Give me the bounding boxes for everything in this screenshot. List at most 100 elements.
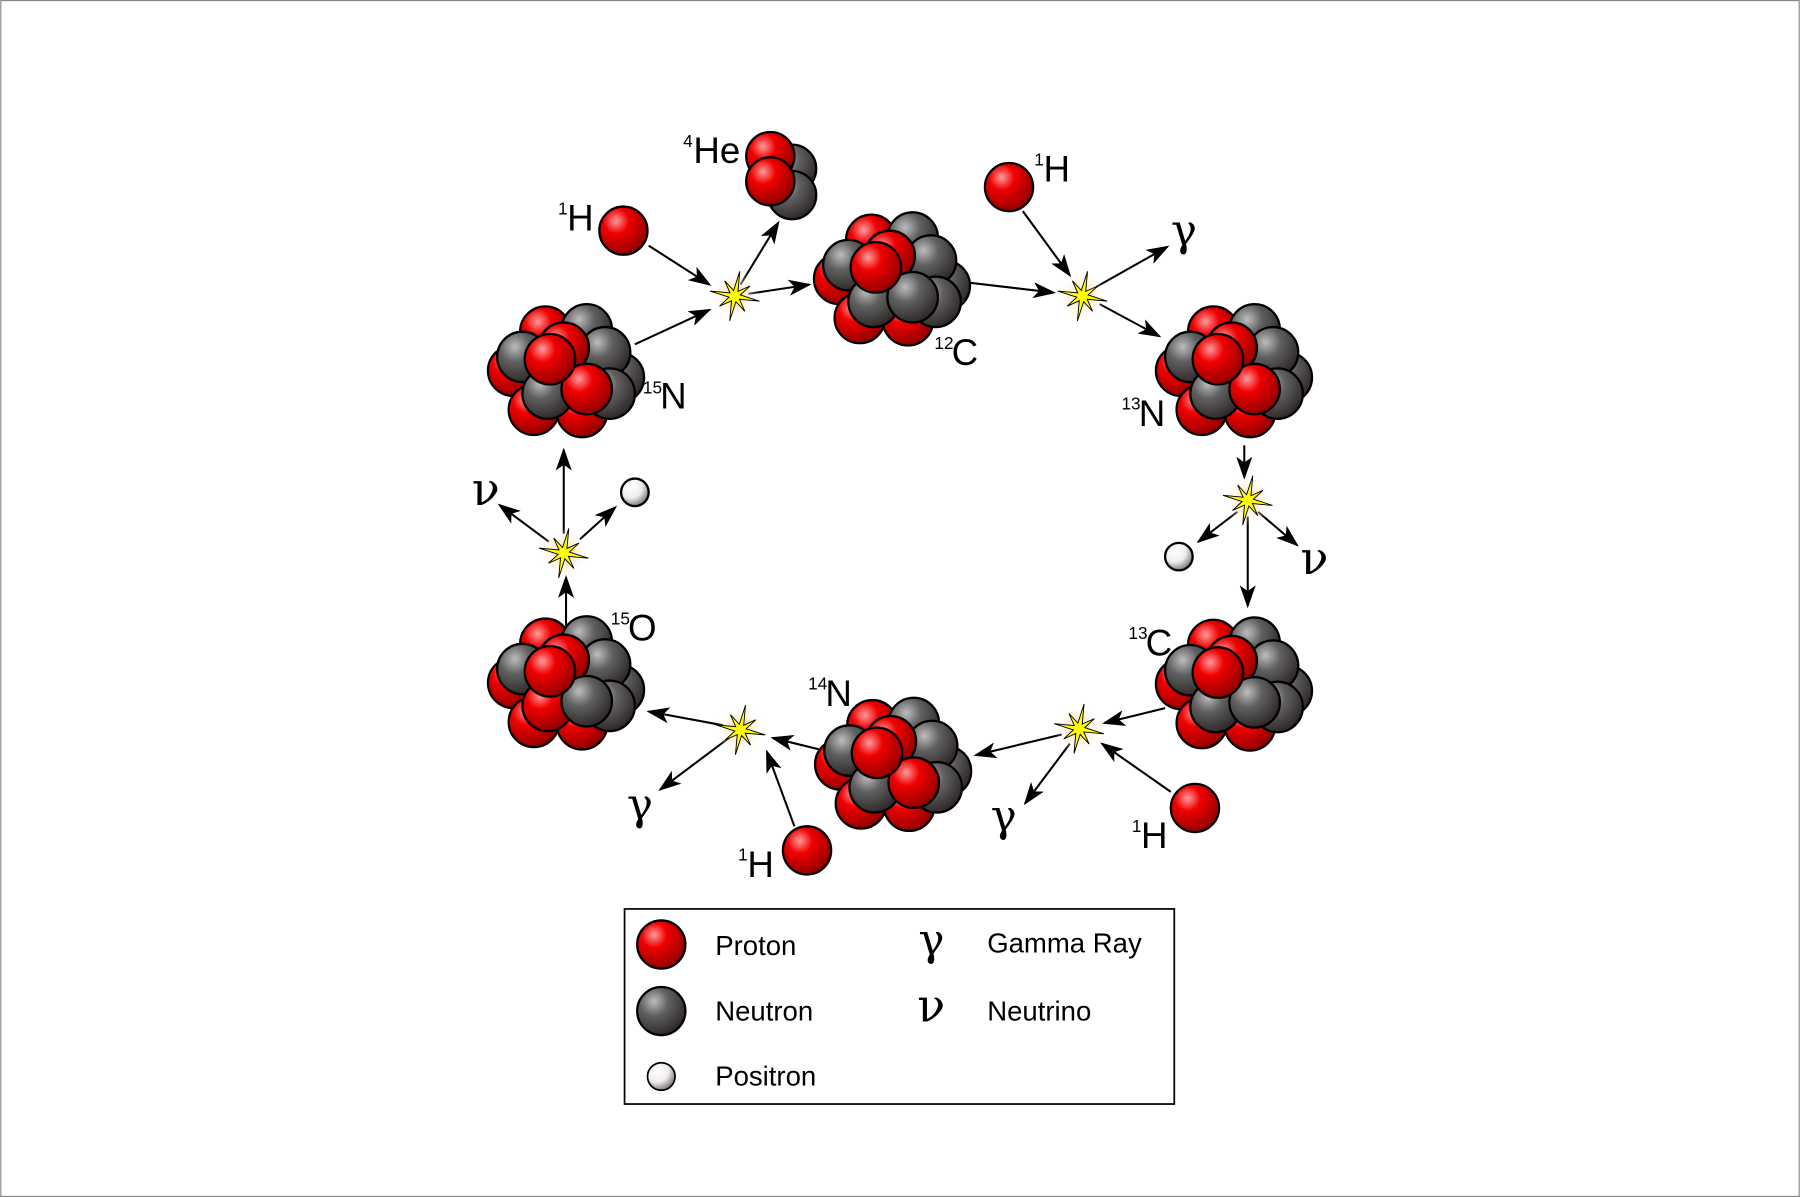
svg-text:13: 13: [1128, 623, 1147, 643]
gamma-label: γ: [1171, 207, 1197, 257]
svg-text:N: N: [825, 673, 852, 714]
reaction-arrow: [956, 280, 1057, 299]
reaction-arrow: [1100, 742, 1172, 793]
reaction-flash-icon: [1057, 270, 1108, 322]
reaction-arrow: [765, 749, 796, 827]
reaction-arrow: [497, 503, 550, 543]
svg-text:1: 1: [1132, 816, 1142, 836]
proton: [1191, 646, 1245, 699]
legend-proton: Proton: [715, 930, 796, 961]
positron: [619, 477, 650, 508]
svg-text:H: H: [1043, 148, 1070, 189]
proton: [850, 726, 904, 780]
gamma-label: γ: [991, 792, 1017, 842]
proton: [1191, 332, 1245, 386]
neutrino-icon: ν: [917, 978, 945, 1032]
nucleus-he4: [745, 130, 818, 221]
svg-text:N: N: [1139, 393, 1166, 434]
label-15N: 15N: [643, 376, 687, 417]
reaction-arrow: [1021, 210, 1072, 278]
reaction-arrow: [1102, 707, 1166, 726]
legend-gamma-ray: Gamma Ray: [987, 928, 1142, 959]
svg-text:1: 1: [558, 199, 568, 219]
reaction-arrow: [648, 244, 712, 286]
neutron: [1228, 675, 1282, 729]
svg-text:C: C: [952, 332, 979, 373]
neutron-icon: [636, 985, 687, 1037]
reaction-arrow: [634, 308, 712, 346]
neutron: [886, 270, 940, 324]
proton: [560, 362, 614, 416]
label-14N: 14N: [808, 673, 852, 714]
legend-neutron: Neutron: [715, 995, 813, 1026]
gamma-label: γ: [627, 780, 653, 830]
proton: [983, 161, 1035, 213]
svg-text:He: He: [693, 130, 740, 171]
hydrogen-proton: [983, 161, 1035, 213]
positron: [619, 477, 650, 508]
reaction-arrow: [1095, 245, 1170, 288]
svg-text:N: N: [660, 376, 687, 417]
particles: [486, 130, 1314, 876]
reaction-flash-icon: [538, 527, 589, 579]
reaction-arrow: [1099, 303, 1162, 338]
reaction-arrow: [579, 505, 618, 541]
svg-text:14: 14: [808, 674, 828, 694]
svg-text:O: O: [628, 607, 657, 648]
nucleus-n15: [486, 302, 646, 439]
positron: [1163, 541, 1194, 572]
reaction-arrow: [646, 707, 724, 727]
reaction-arrow: [658, 737, 730, 791]
legend: Proton Neutron Positron γ Gamma Ray ν Ne…: [623, 908, 1176, 1105]
hydrogen-proton: [781, 825, 833, 876]
positron-icon: [646, 1061, 676, 1092]
label-13N: 13N: [1121, 393, 1165, 434]
legend-positron: Positron: [715, 1061, 816, 1092]
nucleus-n14: [813, 696, 973, 833]
nucleus-o15: [486, 615, 646, 751]
nucleus-c13: [1154, 616, 1314, 752]
proton: [1228, 362, 1282, 416]
svg-text:4: 4: [683, 131, 693, 151]
proton: [781, 825, 833, 876]
gamma-icon: γ: [918, 916, 944, 966]
svg-text:H: H: [567, 198, 594, 239]
neutrino-label: ν: [472, 462, 500, 516]
reaction-flash-icon: [715, 704, 766, 756]
svg-text:1: 1: [1034, 149, 1044, 169]
proton: [887, 756, 941, 810]
proton: [1169, 782, 1221, 834]
proton-icon: [636, 919, 687, 970]
positron: [1163, 541, 1194, 572]
label-12C: 12C: [934, 332, 978, 373]
neutron: [560, 674, 614, 728]
hydrogen-proton: [1169, 782, 1221, 834]
proton: [523, 332, 577, 386]
nucleus-n13: [1154, 302, 1314, 439]
proton: [598, 205, 649, 256]
reaction-flash-icon: [709, 270, 760, 322]
proton: [745, 156, 796, 207]
hydrogen-proton: [598, 205, 649, 256]
reaction-arrow: [973, 733, 1063, 759]
label-15O: 15O: [611, 607, 657, 648]
svg-text:13: 13: [1121, 394, 1140, 414]
svg-text:12: 12: [934, 333, 953, 353]
label-13C: 13C: [1128, 622, 1172, 663]
svg-text:15: 15: [611, 608, 630, 628]
nucleus-c12: [812, 211, 972, 347]
proton: [849, 241, 903, 294]
reaction-flash-icon: [1222, 475, 1273, 526]
reaction-flash-icon: [1053, 703, 1105, 755]
legend-box: [623, 908, 1176, 1105]
svg-text:15: 15: [643, 378, 662, 398]
svg-text:C: C: [1146, 622, 1173, 663]
svg-text:H: H: [1141, 815, 1168, 856]
proton: [523, 644, 577, 698]
reaction-arrow: [1023, 743, 1071, 806]
